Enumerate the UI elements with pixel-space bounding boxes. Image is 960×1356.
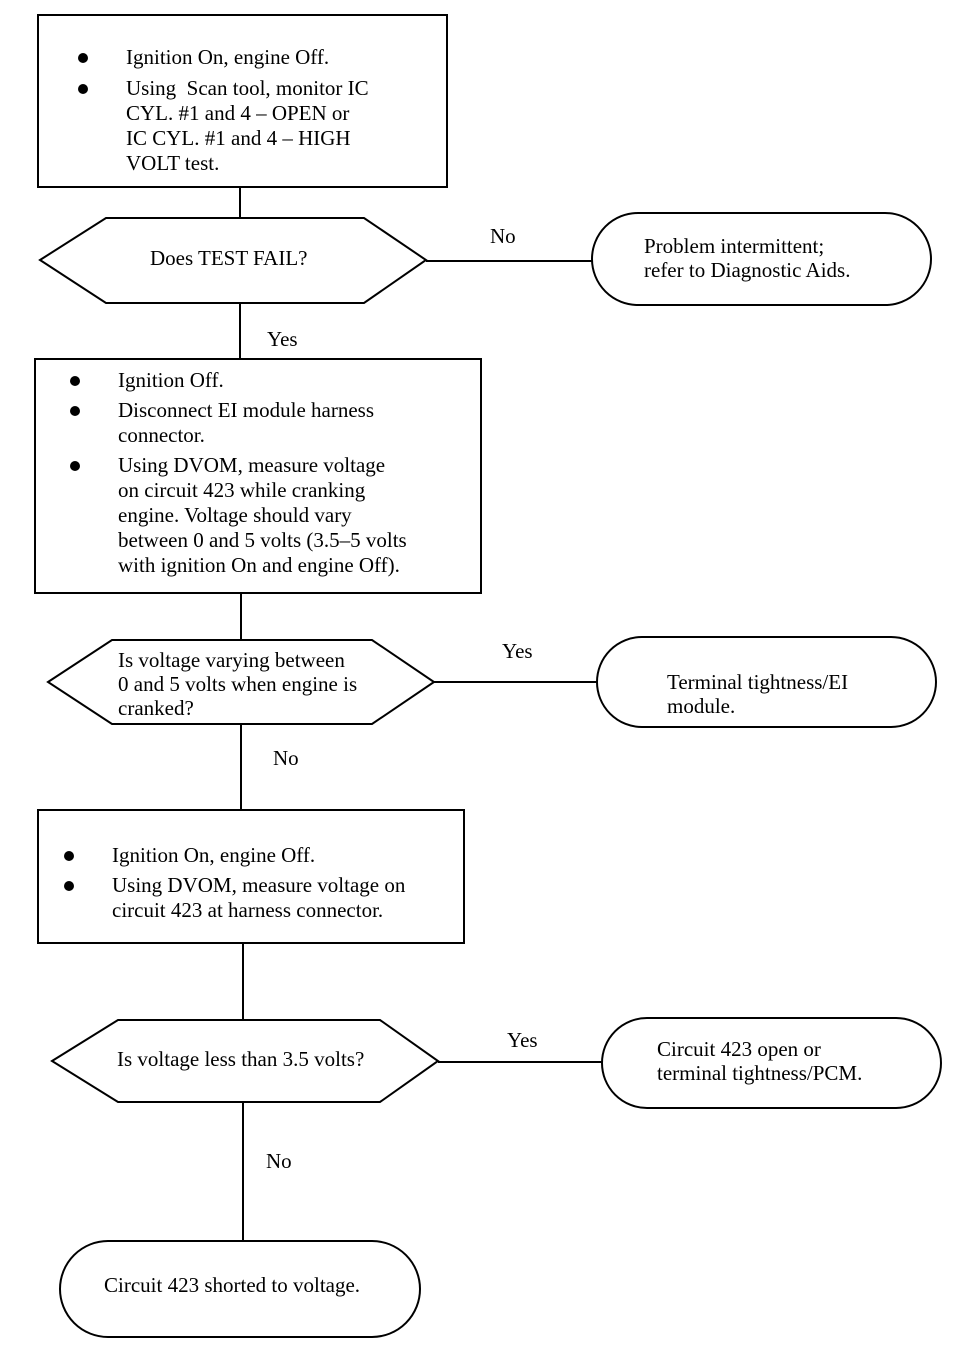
bullet-icon	[70, 406, 80, 416]
step3-bullet: Ignition On, engine Off.	[26, 843, 458, 868]
step2-bullets: Ignition Off. Disconnect EI module harne…	[32, 368, 472, 578]
step3-box	[37, 809, 465, 944]
step3-bullet: Using DVOM, measure voltage on circuit 4…	[26, 873, 458, 923]
bullet-icon	[64, 851, 74, 861]
step1-bullet: Ignition On, engine Off.	[40, 45, 440, 70]
terminal4-shape	[59, 1240, 421, 1338]
decision3-yes-label: Yes	[507, 1028, 538, 1052]
bullet-icon	[64, 881, 74, 891]
decision3-no-label: No	[266, 1149, 292, 1173]
decision2-no-label: No	[273, 746, 299, 770]
step1-box	[37, 14, 448, 188]
bullet-icon	[78, 84, 88, 94]
terminal3-text: Circuit 423 open or terminal tightness/P…	[657, 1037, 863, 1085]
terminal1-shape	[591, 212, 932, 306]
decision3-text: Is voltage less than 3.5 volts?	[117, 1047, 365, 1071]
bullet-icon	[70, 376, 80, 386]
step3-bullets: Ignition On, engine Off. Using DVOM, mea…	[26, 843, 458, 923]
step2-box	[34, 358, 482, 594]
terminal4-text: Circuit 423 shorted to voltage.	[104, 1273, 361, 1297]
step2-bullet: Ignition Off.	[32, 368, 472, 393]
bullet-icon	[70, 461, 80, 471]
decision2-text: Is voltage varying between 0 and 5 volts…	[118, 648, 358, 720]
step2-bullet: Using DVOM, measure voltage on circuit 4…	[32, 453, 472, 578]
step1-bullets: Ignition On, engine Off. Using Scan tool…	[40, 45, 440, 176]
bullet-icon	[78, 53, 88, 63]
decision1-text: Does TEST FAIL?	[150, 246, 308, 270]
terminal1-text: Problem intermittent; refer to Diagnosti…	[644, 234, 851, 282]
terminal2-text: Terminal tightness/EI module.	[667, 670, 849, 718]
decision2-yes-label: Yes	[502, 639, 533, 663]
decision1-no-label: No	[490, 224, 516, 248]
step1-bullet: Using Scan tool, monitor IC CYL. #1 and …	[40, 76, 440, 176]
decision1-yes-label: Yes	[267, 327, 298, 351]
step2-bullet: Disconnect EI module harness connector.	[32, 398, 472, 448]
